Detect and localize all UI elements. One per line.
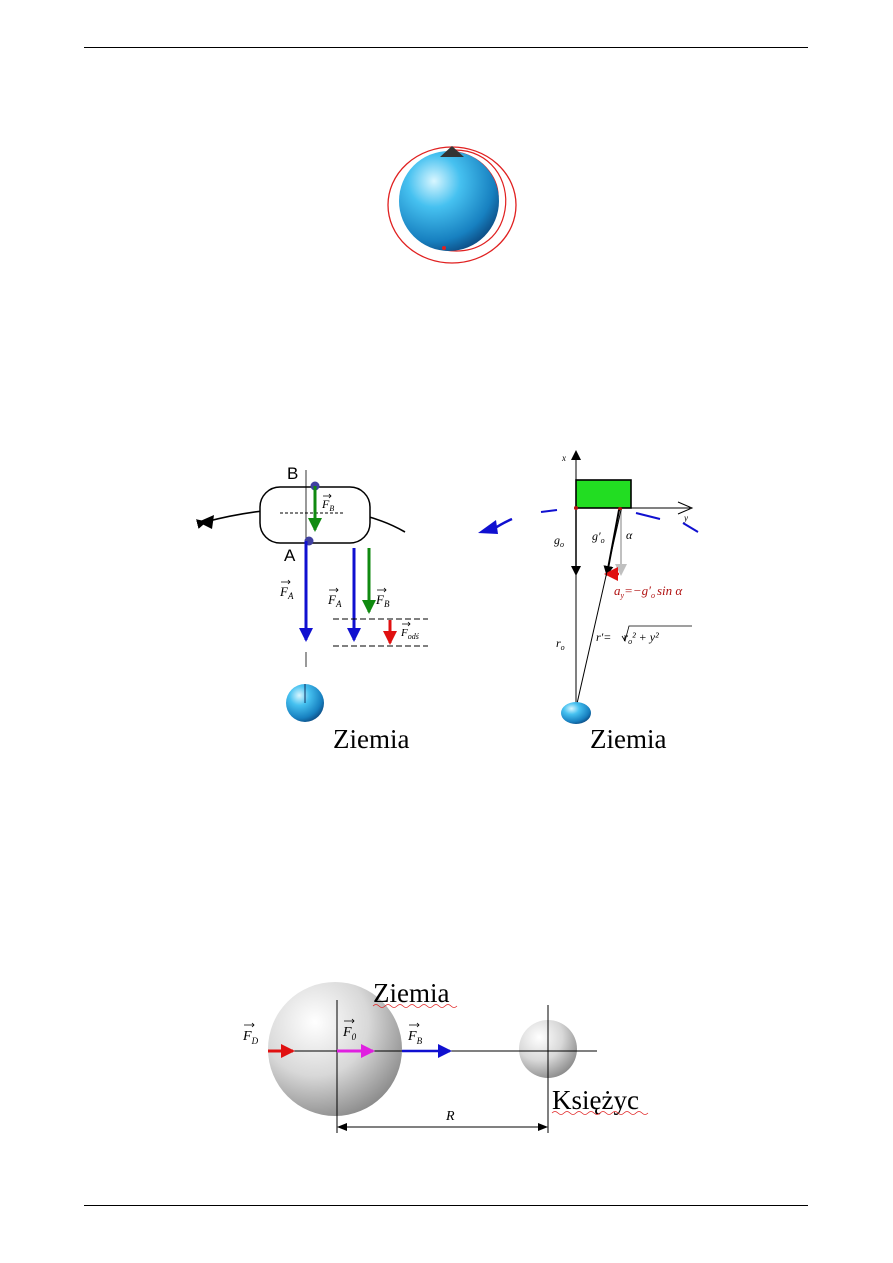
earth-sphere (399, 151, 499, 251)
sqrt-sign (621, 625, 692, 643)
earth-label-underline (372, 1004, 458, 1008)
earth-label-large: Ziemia (373, 978, 449, 1008)
green-block (575, 479, 632, 509)
g0-label: go (554, 533, 564, 549)
g0-prime-label: g′o (592, 529, 605, 545)
force-0-vector-mark (344, 1018, 355, 1024)
force-odsr-label: Fodś (400, 627, 420, 641)
blue-orbit-dash-2 (635, 512, 661, 520)
earth-small-right (561, 702, 591, 724)
origin-dot (574, 506, 578, 510)
earth-sphere-large (268, 982, 402, 1116)
y-axis-head (677, 501, 694, 515)
force-a2-vector-mark (329, 587, 339, 593)
header-rule (84, 47, 808, 48)
blue-orbit-dash-3 (682, 522, 699, 533)
force-a2-label: FA (327, 592, 342, 609)
orbit-spiral (444, 149, 507, 252)
force-d-vector-mark (244, 1022, 255, 1028)
distance-arrow-right (538, 1123, 548, 1131)
point-a-label: A (284, 546, 296, 565)
r0-label: ro (556, 636, 565, 652)
x-axis-label: x (561, 453, 566, 463)
force-b-label: FB (321, 497, 334, 513)
force-b-moon-vector-mark (409, 1022, 420, 1028)
alpha-label: α (626, 528, 633, 542)
tidal-forces-diagram: B A FB FA FA FB Fodś Ziemia (195, 464, 428, 754)
spacecraft-marker (440, 146, 464, 157)
force-a-vector-mark (281, 579, 291, 585)
force-0-label: F0 (342, 1025, 357, 1042)
earth-label-right: Ziemia (590, 724, 666, 754)
earth-moon-diagram: FD F0 FB Ziemia Księżyc R (242, 978, 649, 1133)
moon-label-underline (551, 1111, 649, 1115)
arc-arrow-head (198, 515, 214, 529)
force-b2-label: FB (375, 592, 390, 609)
moon-label: Księżyc (552, 1085, 639, 1115)
force-odsr-vector-mark (402, 621, 411, 627)
force-d-label: FD (242, 1029, 259, 1046)
force-a-label: FA (279, 584, 294, 601)
earth-label-left: Ziemia (333, 724, 409, 754)
r-prime-line (575, 509, 622, 709)
blue-orbit-arrow (478, 520, 498, 534)
blue-orbit-dash-1 (540, 509, 558, 513)
force-b-vector-mark (323, 493, 332, 499)
point-b-label: B (287, 464, 298, 483)
force-b-label-moon: FB (407, 1029, 423, 1046)
footer-rule (84, 1205, 808, 1206)
force-b2-vector-mark (377, 587, 387, 593)
y-axis-label: y (683, 513, 688, 523)
orbit-figure (387, 146, 517, 264)
distance-label: R (445, 1109, 455, 1124)
orbit-point (442, 246, 446, 250)
distance-arrow-left (337, 1123, 347, 1131)
